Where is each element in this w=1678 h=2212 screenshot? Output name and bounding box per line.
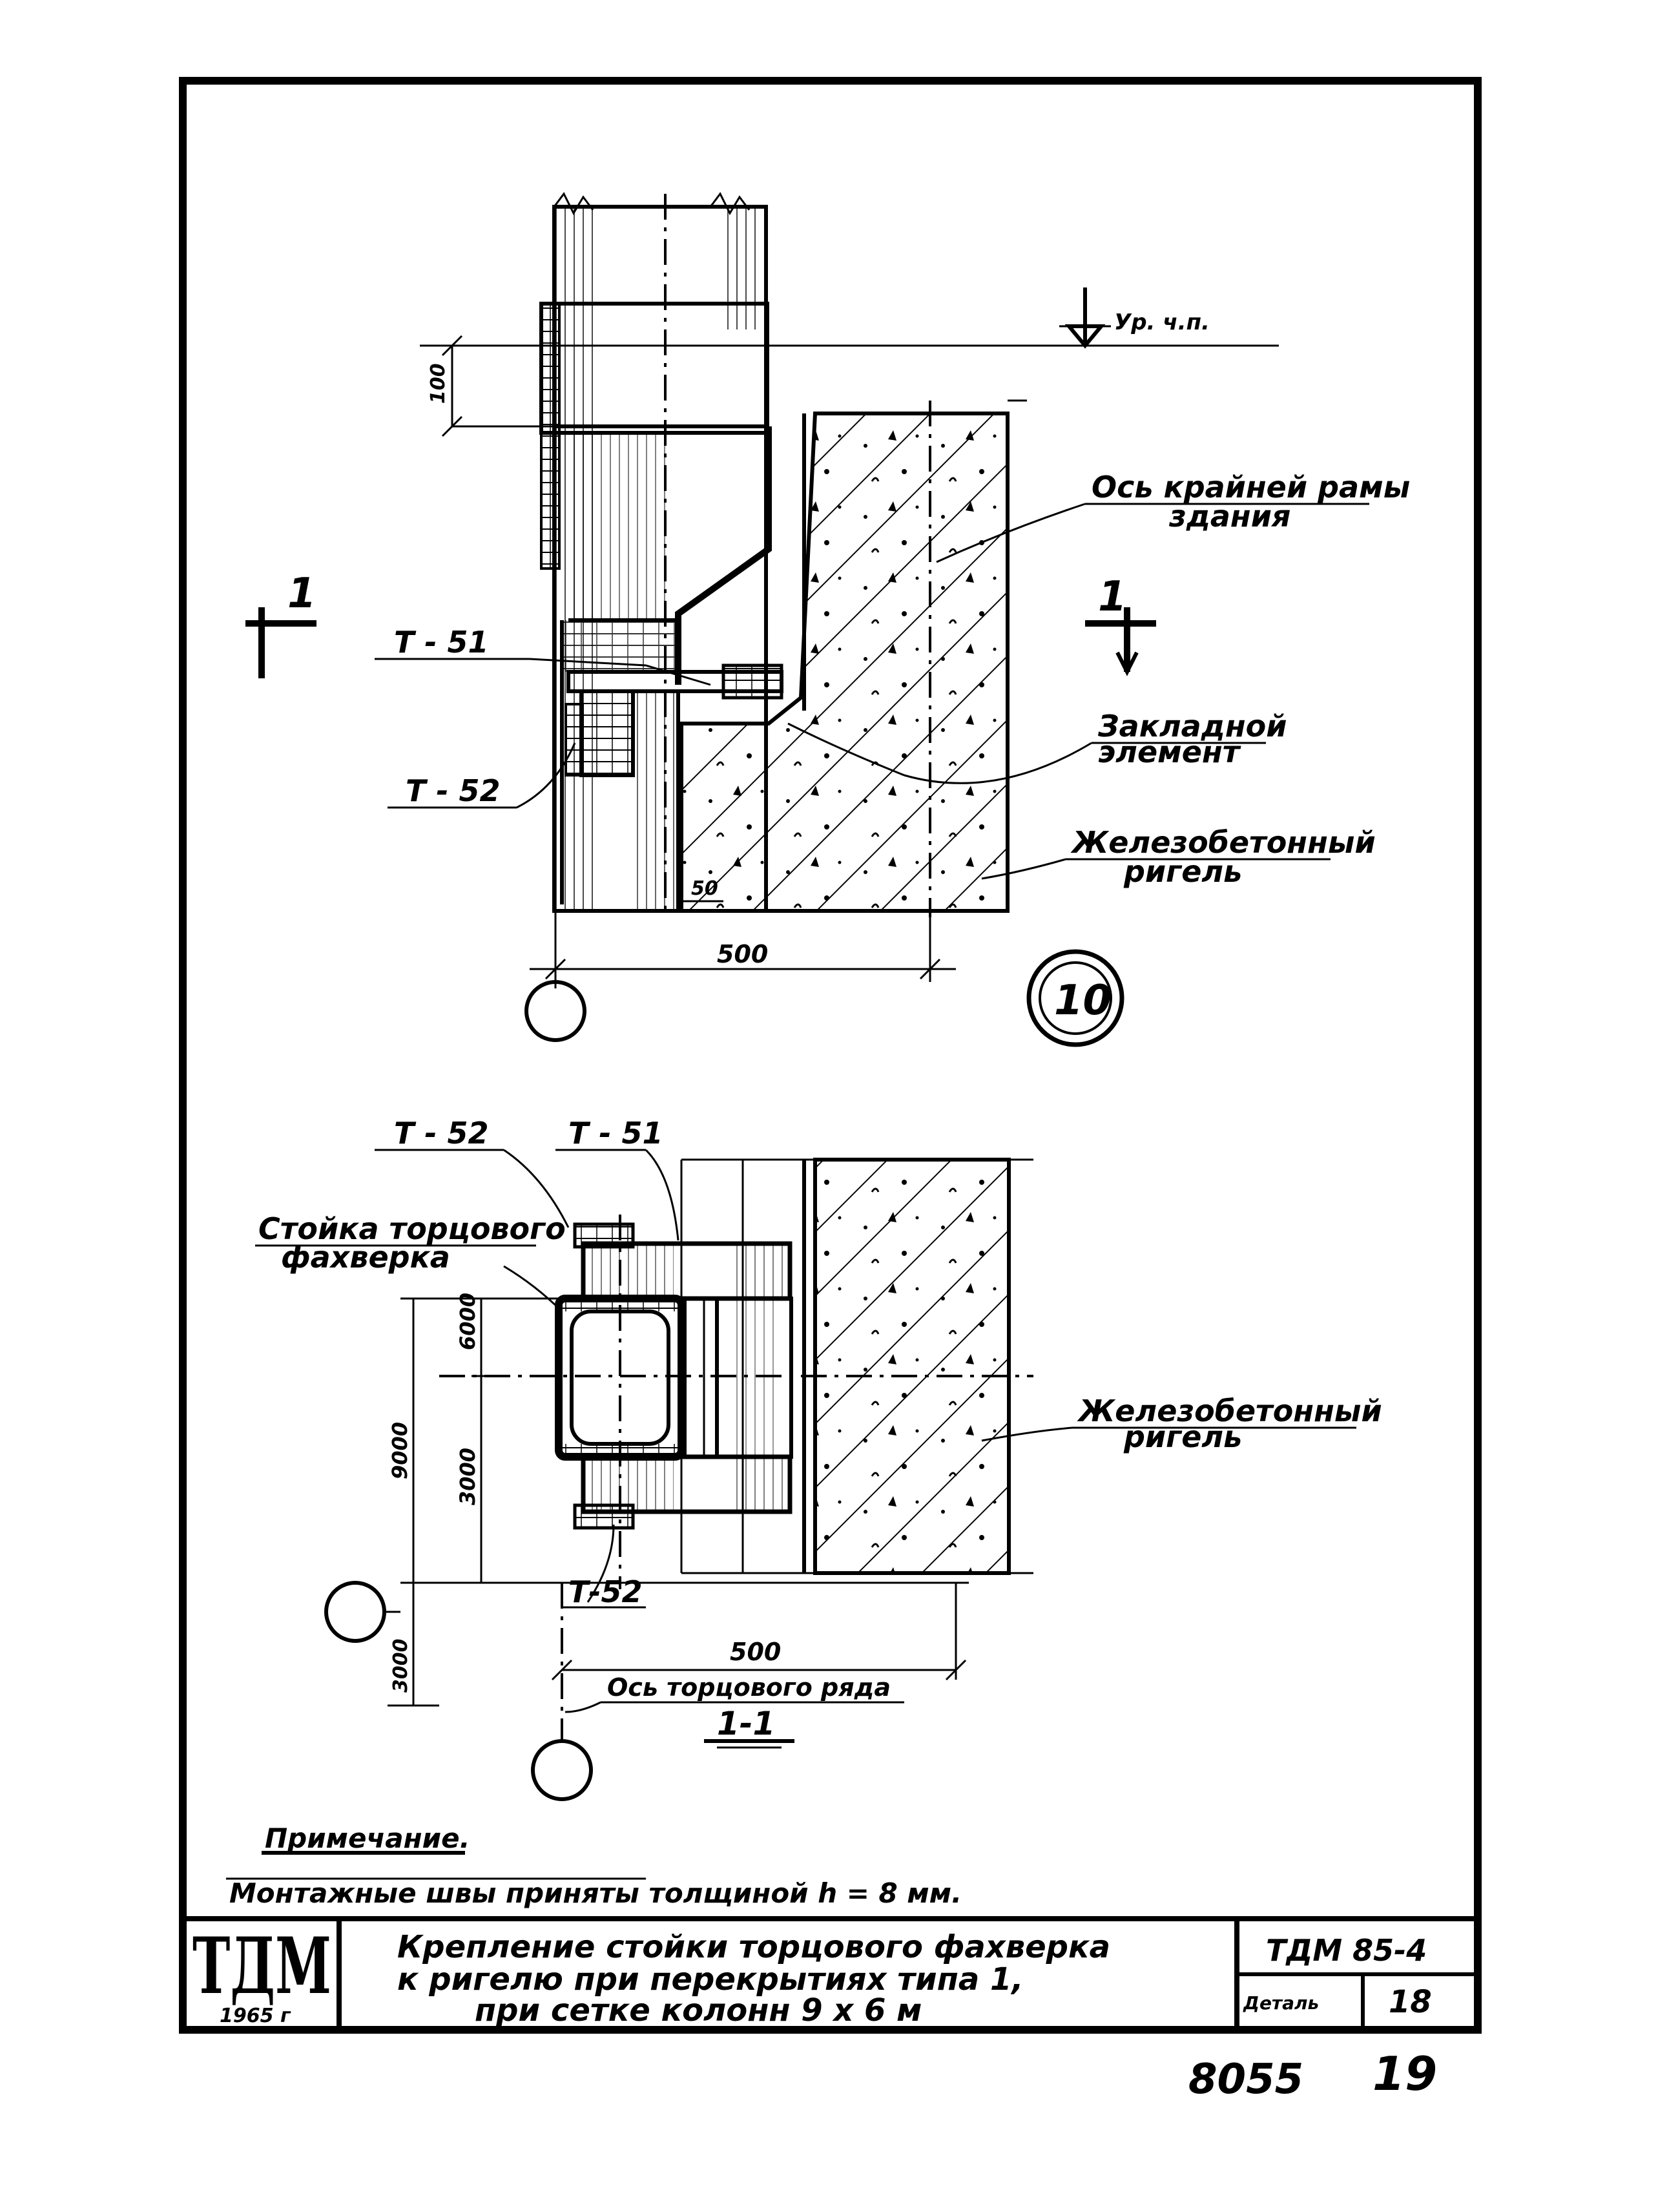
t52-leader-upper: Т - 52 [388, 742, 576, 809]
embedded-label-2: элемент [1098, 735, 1241, 769]
upper-view: Ур. ч.п. 100 1 1 Т - 51 [245, 192, 1410, 1047]
t52-label-upper: Т - 52 [406, 773, 501, 808]
dimension-100: 100 [427, 335, 555, 437]
axis-bubble-lower-left [324, 1581, 386, 1643]
dim-3000-low-label: 3000 [389, 1639, 412, 1693]
post-leader: Стойка торцового фахверка [255, 1211, 566, 1313]
page-number: 19 [1372, 2047, 1437, 2101]
t51-label-upper: Т - 51 [394, 625, 489, 660]
footer: 8055 19 [1188, 2047, 1437, 2103]
end-row-axis: Ось торцового ряда 1-1 [565, 1673, 904, 1749]
axis-bubble-upper [524, 980, 586, 1042]
dim-3000-label: 3000 [455, 1448, 480, 1505]
title-year: 1965 г [220, 2005, 291, 2027]
dim-50-label: 50 [691, 877, 718, 900]
section-title: 1-1 [717, 1705, 775, 1742]
section-mark-left: 1 [245, 570, 316, 678]
beam-leader-upper: Железобетонный ригель [981, 825, 1376, 889]
t52-welds-lower [573, 1222, 635, 1530]
title-line-3: при сетке колонн 9 х 6 м [475, 1992, 922, 2029]
section-mark-right: 1 [1085, 573, 1156, 676]
floor-level-mark: Ур. ч.п. [420, 287, 1279, 349]
post-column-upper [539, 192, 930, 914]
beam-label-lower-1: Железобетонный [1077, 1393, 1382, 1428]
title-code: ТДМ 85-4 [1266, 1933, 1427, 1968]
dim-9000-label: 9000 [388, 1422, 412, 1479]
dimension-500-upper: 500 [524, 911, 956, 1042]
concrete-beam-upper [679, 399, 1027, 917]
detail-number: 10 [1054, 977, 1112, 1025]
tdm-logo: ТДМ [192, 1921, 331, 2012]
embedded-element-leader: Закладной элемент [787, 709, 1287, 784]
t51-leader-upper: Т - 51 [375, 625, 711, 686]
frame-axis-label-1: Ось крайней рамы [1092, 470, 1410, 505]
concrete-beam-lower [680, 1158, 1033, 1575]
t51-leader-lower: Т - 51 [555, 1116, 679, 1241]
vertical-dimensions-lower: 6000 9000 3000 3000 [388, 1293, 969, 1707]
title-detail-value: 18 [1389, 1984, 1432, 2020]
sheet-code: 8055 [1188, 2056, 1303, 2103]
beam-label-upper-1: Железобетонный [1070, 825, 1376, 860]
t52-label-lower-top: Т - 52 [394, 1116, 489, 1151]
dim-500-upper-label: 500 [717, 940, 768, 968]
dim-500-lower-label: 500 [730, 1638, 781, 1666]
dim-6000-label: 6000 [455, 1293, 480, 1350]
title-line-2: к ригелю при перекрытиях типа 1, [397, 1961, 1024, 1998]
title-line-1: Крепление стойки торцового фахверка [397, 1929, 1110, 1965]
post-label-1: Стойка торцового [258, 1211, 566, 1246]
t52-leader-lower-top: Т - 52 [375, 1116, 570, 1228]
section-right-number: 1 [1098, 573, 1127, 621]
embedded-label-1: Закладной [1097, 709, 1287, 744]
t51-plates-lower [581, 1241, 793, 1514]
end-row-axis-label: Ось торцового ряда [607, 1673, 891, 1702]
section-left-number: 1 [287, 570, 316, 618]
notes-heading: Примечание. [265, 1822, 470, 1854]
t52-label-lower-bottom: Т-52 [568, 1574, 642, 1609]
t52-leader-lower-bottom: Т-52 [562, 1524, 646, 1609]
detail-number-circle: 10 [1026, 949, 1124, 1047]
t51-label-lower: Т - 51 [568, 1116, 663, 1151]
dim-100-label: 100 [427, 363, 450, 404]
frame-axis-leader: Ось крайней рамы здания [936, 470, 1410, 563]
beam-leader-lower: Железобетонный ригель [981, 1393, 1382, 1454]
title-block: ТДМ 1965 г Крепление стойки торцового фа… [183, 1916, 1478, 2030]
notes-text: Монтажные швы приняты толщиной h = 8 мм. [229, 1877, 962, 1909]
dimension-500-lower: 500 [551, 1583, 967, 1681]
dimension-50: 50 [681, 877, 723, 903]
notes-block: Примечание. Монтажные швы приняты толщин… [226, 1822, 962, 1909]
title-detail-label: Деталь [1243, 1992, 1319, 2014]
lower-view: Т - 52 Т - 51 Стойка торцового фахверка … [255, 1116, 1382, 1801]
beam-label-lower-2: ригель [1123, 1419, 1242, 1454]
level-mark-label: Ур. ч.п. [1114, 309, 1210, 335]
drawing-frame [179, 77, 1482, 2034]
axis-bubble-lower-bottom [531, 1739, 593, 1801]
